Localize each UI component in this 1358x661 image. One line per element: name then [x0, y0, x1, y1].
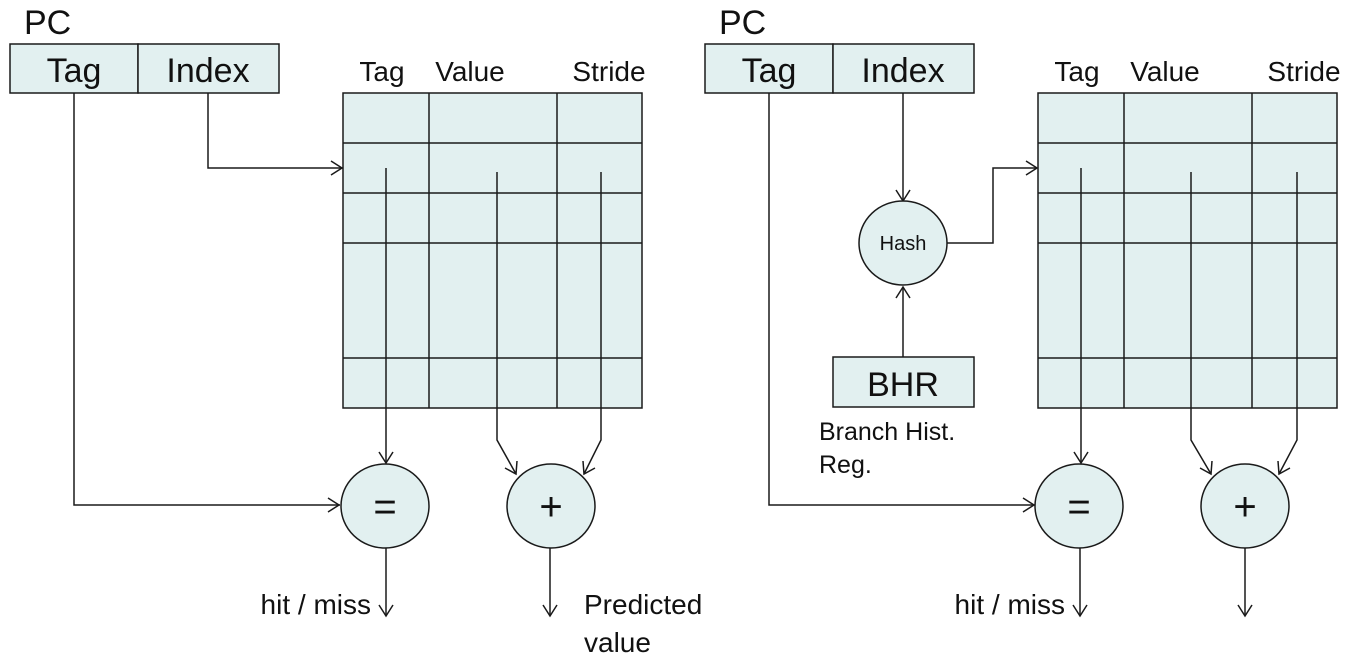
right-adder-node [1200, 463, 1290, 549]
left-pc-index-text: Index [166, 52, 249, 90]
left-predicted-label-2: value [584, 627, 651, 658]
right-hash-node [858, 200, 948, 286]
left-pc-register: Tag Index [9, 43, 280, 94]
left-predictor: PC Tag Index Tag Value Stride [9, 4, 702, 658]
right-bhr-caption-1: Branch Hist. [819, 418, 955, 446]
left-table-body [342, 92, 643, 409]
right-pc-register: Tag Index [704, 43, 975, 94]
right-pc-label: PC [719, 4, 766, 42]
left-col-stride-header: Stride [572, 56, 645, 87]
left-compare-symbol: = [373, 485, 396, 529]
right-compare-node [1034, 463, 1124, 549]
right-bhr-caption-2: Reg. [819, 451, 872, 479]
left-compare-node [340, 463, 430, 549]
right-hash-to-table-wire [947, 167, 1037, 244]
left-pc-tag-field [9, 43, 139, 94]
right-hash-label: Hash [880, 233, 927, 255]
left-tag-compare-wire [73, 93, 340, 506]
right-predictor-table [1037, 92, 1338, 409]
right-add-symbol: + [1233, 485, 1256, 529]
right-hit-miss-label: hit / miss [955, 589, 1065, 620]
left-pc-tag-text: Tag [47, 52, 102, 90]
left-predicted-label-1: Predicted [584, 589, 702, 620]
left-predictor-table [342, 92, 643, 409]
left-index-wire [207, 93, 343, 169]
left-pc-index-field [137, 43, 280, 94]
right-col-tag-header: Tag [1054, 56, 1099, 87]
left-adder-node [506, 463, 596, 549]
right-table-body [1037, 92, 1338, 409]
right-pc-tag-field [704, 43, 834, 94]
right-col-value-header: Value [1130, 56, 1200, 87]
left-value-wire [496, 172, 517, 475]
right-compare-symbol: = [1067, 485, 1090, 529]
left-add-symbol: + [539, 485, 562, 529]
right-stride-wire [1278, 172, 1298, 475]
left-hit-miss-label: hit / miss [261, 589, 371, 620]
right-pc-index-text: Index [861, 52, 944, 90]
right-tag-compare-wire [768, 93, 1035, 506]
left-col-tag-header: Tag [359, 56, 404, 87]
right-value-wire [1190, 172, 1212, 475]
left-stride-wire [583, 172, 602, 475]
right-pc-tag-text: Tag [742, 52, 797, 90]
right-predictor: PC Tag Index Tag Value Stride [704, 4, 1341, 620]
right-bhr-register [832, 356, 975, 408]
right-pc-index-field [832, 43, 975, 94]
left-pc-label: PC [24, 4, 71, 42]
left-col-value-header: Value [435, 56, 505, 87]
right-bhr-label: BHR [867, 366, 939, 404]
right-col-stride-header: Stride [1267, 56, 1340, 87]
